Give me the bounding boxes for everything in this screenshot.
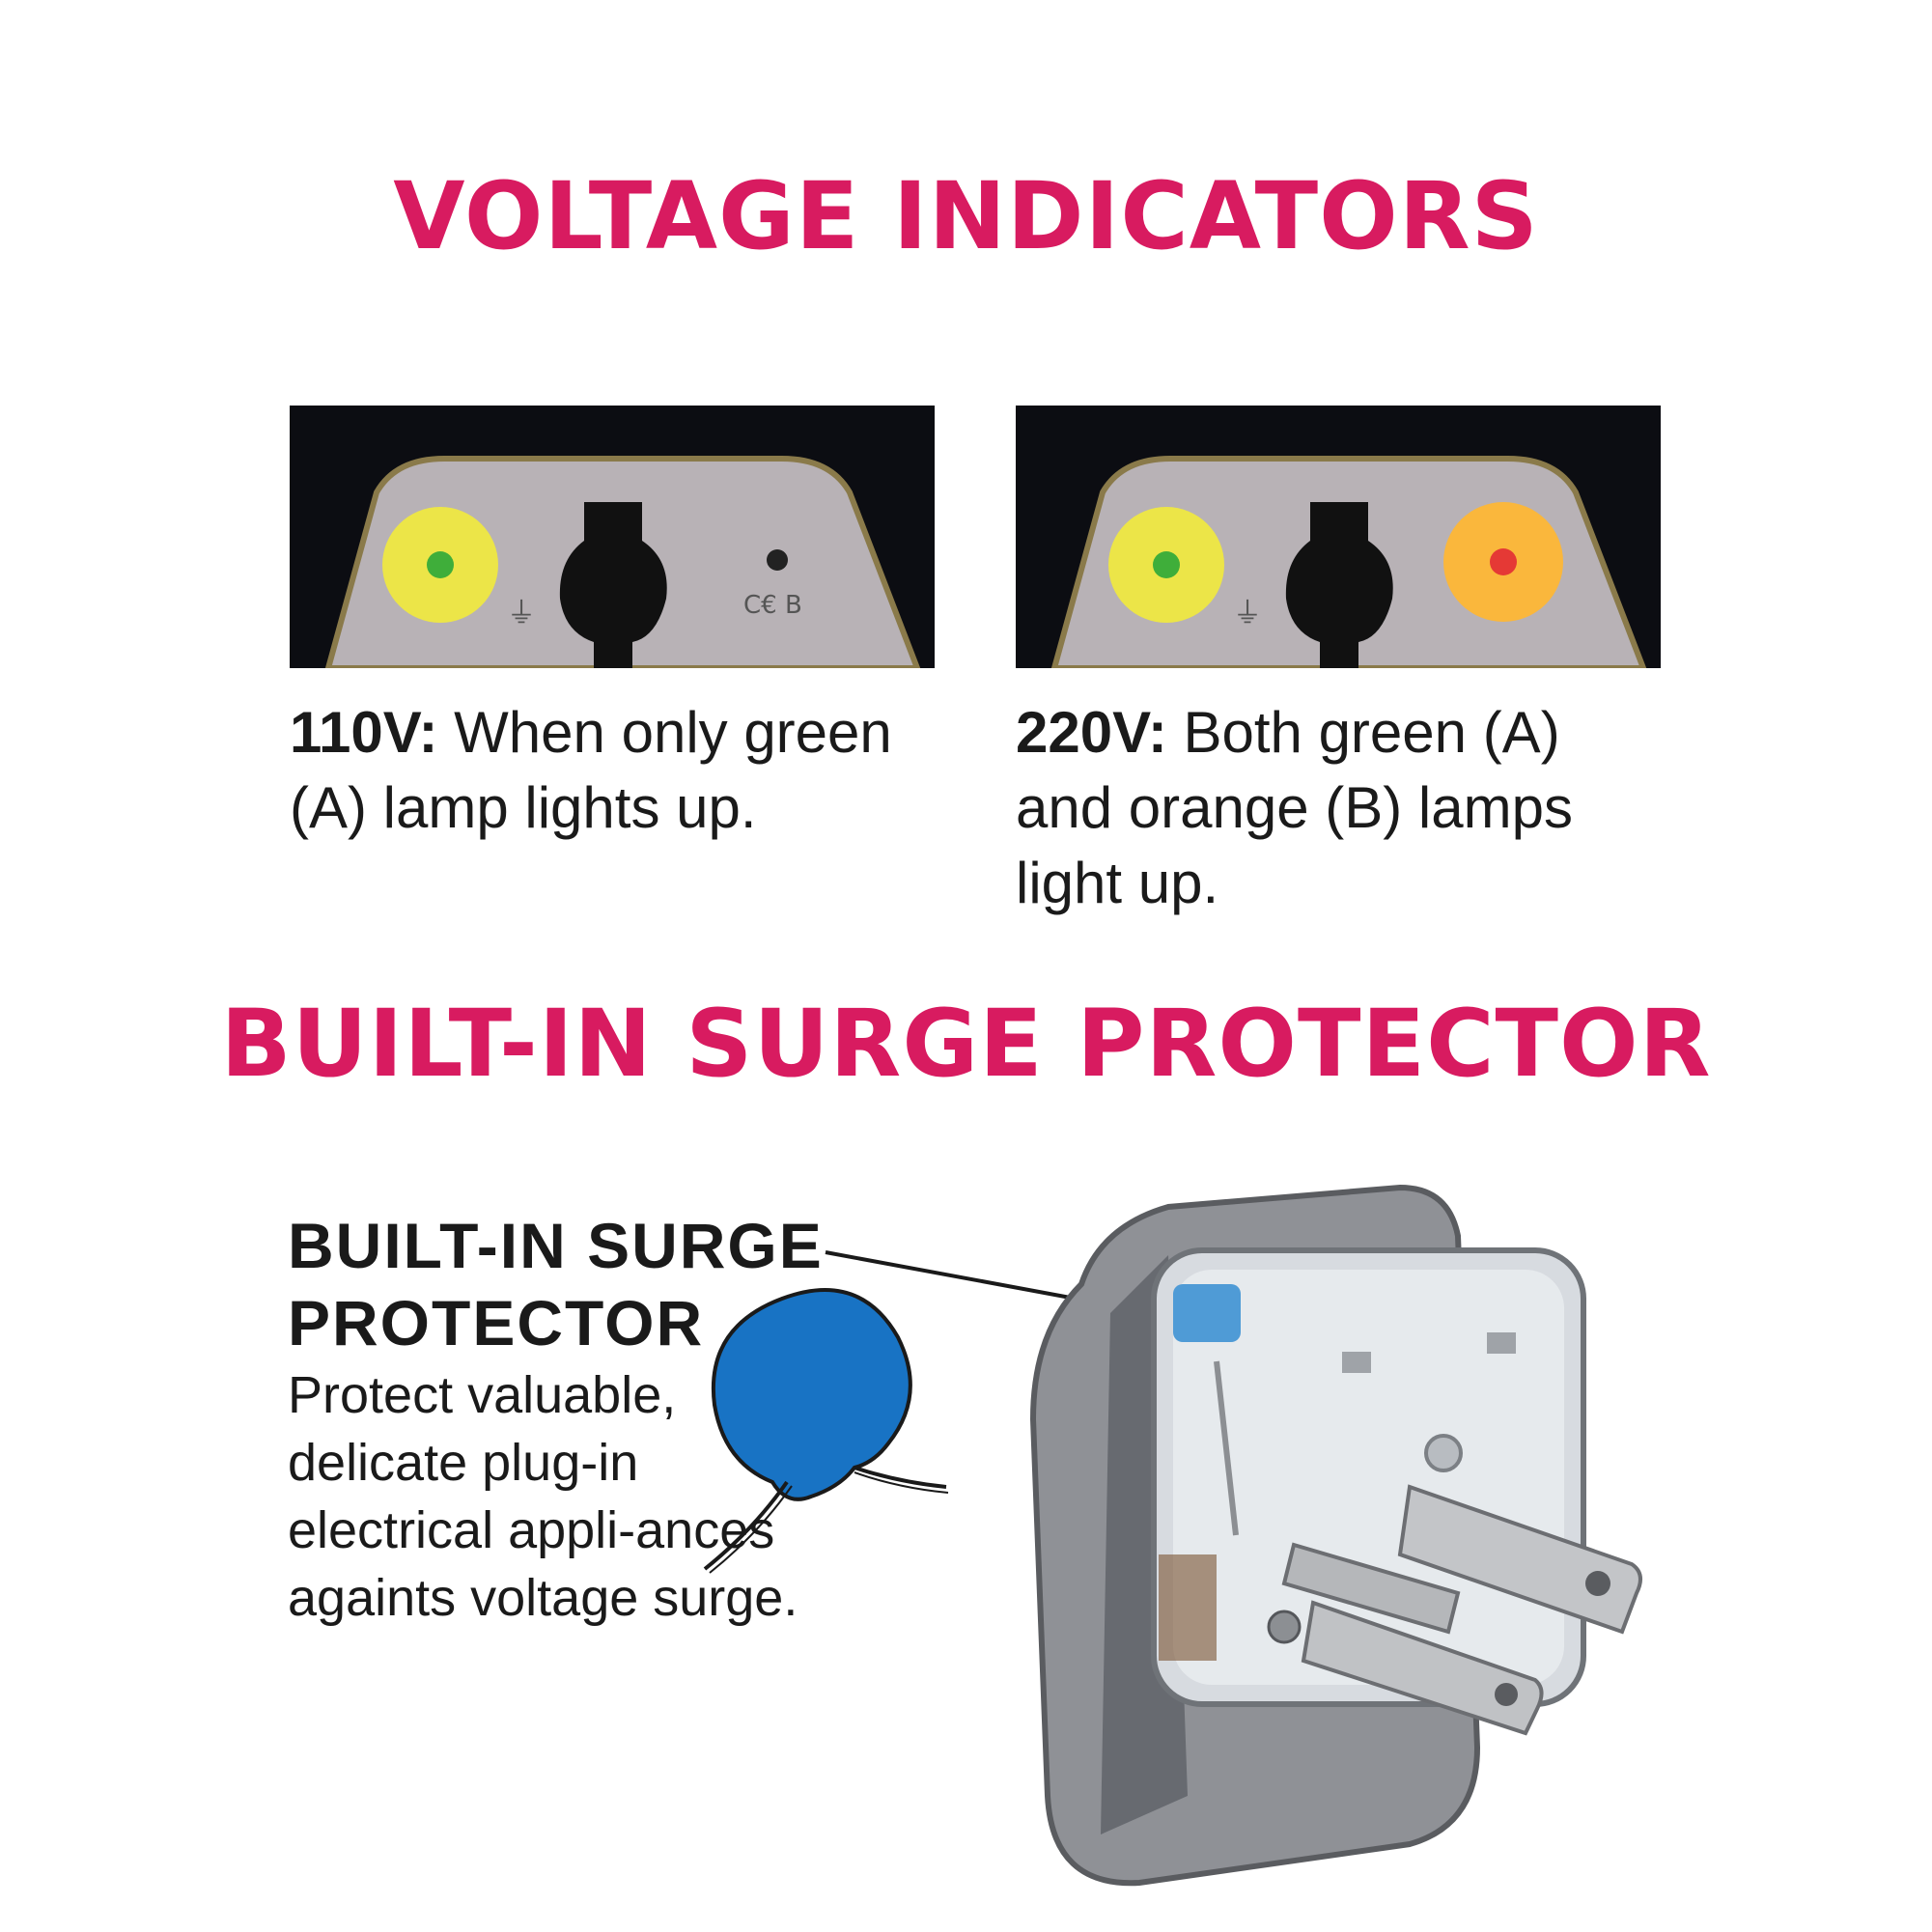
svg-text:C€ B: C€ B: [743, 591, 802, 620]
caption-220v-text: Both green (A) and orange (B) lamps ligh…: [1016, 700, 1573, 915]
indicator-photo-110v: C€ B ⏚: [290, 406, 935, 668]
caption-110v: 110V: When only green (A) lamp lights up…: [290, 695, 946, 846]
caption-110v-label: 110V:: [290, 700, 438, 765]
surge-title-line2: PROTECTOR: [288, 1287, 705, 1358]
orange-lamp-b-off: [767, 549, 788, 571]
surge-protector-heading: BUILT-IN SURGE PROTECTOR: [220, 990, 1712, 1098]
varistor-icon: [703, 1288, 949, 1574]
svg-text:⏚: ⏚: [507, 597, 536, 630]
caption-220v-label: 220V:: [1016, 700, 1167, 765]
surge-title-line1: BUILT-IN SURGE: [288, 1210, 824, 1281]
voltage-indicators-heading: VOLTAGE INDICATORS: [393, 162, 1539, 270]
caption-110v-text: When only green (A) lamp lights up.: [290, 700, 892, 840]
svg-text:⏚: ⏚: [1233, 597, 1262, 630]
surge-feature-title: BUILT-IN SURGE PROTECTOR: [288, 1207, 867, 1361]
caption-220v: 220V: Both green (A) and orange (B) lamp…: [1016, 695, 1672, 921]
surge-description: Protect valuable, delicate plug-in elect…: [288, 1366, 798, 1627]
indicator-photo-220v: ⏚: [1016, 406, 1661, 668]
travel-adapter-image: [1029, 1184, 1642, 1887]
